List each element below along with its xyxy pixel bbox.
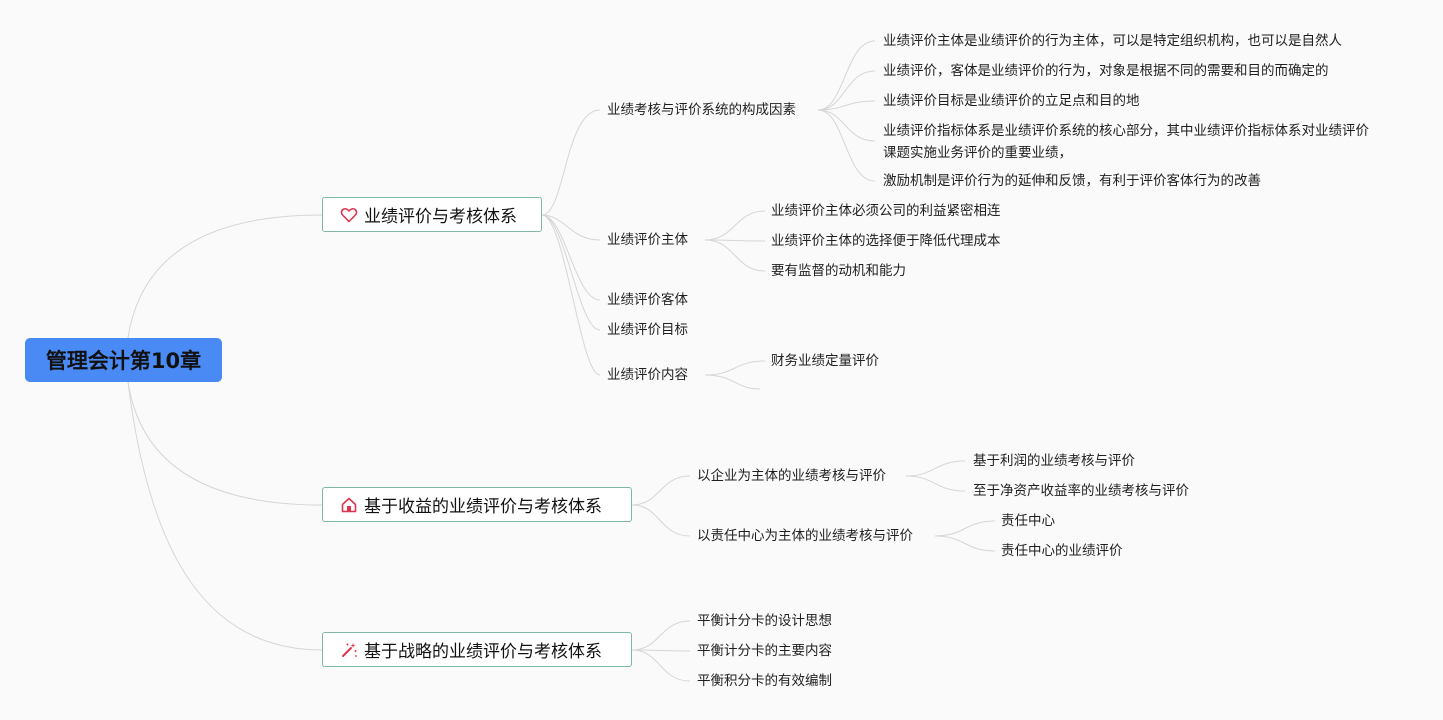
link-m1-s2 xyxy=(541,214,601,241)
link-m2s1-c2 xyxy=(905,475,966,492)
main-topic-performance-evaluation[interactable]: 业绩评价与考核体系 xyxy=(322,197,542,232)
leaf-object-definition[interactable]: 业绩评价，客体是业绩评价的行为，对象是根据不同的需要和目的而确定的 xyxy=(883,63,1329,79)
subtopic-evaluation-object[interactable]: 业绩评价客体 xyxy=(607,292,688,308)
link-s5-end xyxy=(704,374,761,390)
link-s1-c3 xyxy=(817,100,876,111)
subtopic-enterprise-subject[interactable]: 以企业为主体的业绩考核与评价 xyxy=(697,468,886,484)
leaf-incentive-mechanism[interactable]: 激励机制是评价行为的延伸和反馈，有利于评价客体行为的改善 xyxy=(883,173,1261,189)
link-root-main3 xyxy=(127,381,323,651)
leaf-index-system[interactable]: 业绩评价指标体系是业绩评价系统的核心部分，其中业绩评价指标体系对业绩评价课题实施… xyxy=(883,123,1369,161)
link-m1-s1 xyxy=(541,109,601,216)
link-s2-c1 xyxy=(704,210,766,241)
leaf-financial-quantitative[interactable]: 财务业绩定量评价 xyxy=(771,353,879,369)
subtopic-bsc-compilation[interactable]: 平衡积分卡的有效编制 xyxy=(697,673,832,689)
main-topic-income-based[interactable]: 基于收益的业绩评价与考核体系 xyxy=(322,487,632,522)
leaf-subject-definition[interactable]: 业绩评价主体是业绩评价的行为主体，可以是特定组织机构，也可以是自然人 xyxy=(883,33,1342,49)
subtopic-bsc-content[interactable]: 平衡计分卡的主要内容 xyxy=(697,643,832,659)
link-m1-s5 xyxy=(541,214,601,376)
link-m2-s2 xyxy=(631,504,691,537)
main-topic-strategy-based[interactable]: 基于战略的业绩评价与考核体系 xyxy=(322,632,632,667)
main-topic-label: 基于战略的业绩评价与考核体系 xyxy=(364,642,602,662)
subtopic-evaluation-subject[interactable]: 业绩评价主体 xyxy=(607,232,688,248)
root-topic[interactable]: 管理会计第10章 xyxy=(25,338,222,382)
magic-wand-icon xyxy=(340,641,358,659)
link-s1-c1 xyxy=(817,40,876,111)
main-topic-label: 基于收益的业绩评价与考核体系 xyxy=(364,497,602,517)
subtopic-responsibility-center[interactable]: 以责任中心为主体的业绩考核与评价 xyxy=(697,528,913,544)
link-s1-c5 xyxy=(817,109,876,182)
link-m1-s3 xyxy=(541,214,601,301)
link-m3-s3 xyxy=(631,649,691,682)
link-m3-s1 xyxy=(631,620,691,651)
subtopic-bsc-design[interactable]: 平衡计分卡的设计思想 xyxy=(697,613,832,629)
leaf-goal-definition[interactable]: 业绩评价目标是业绩评价的立足点和目的地 xyxy=(883,93,1140,109)
house-icon xyxy=(340,496,358,514)
link-m1-s4 xyxy=(541,214,601,331)
subtopic-system-factors[interactable]: 业绩考核与评价系统的构成因素 xyxy=(607,102,796,118)
link-s1-c2 xyxy=(817,70,876,111)
leaf-profit-based[interactable]: 基于利润的业绩考核与评价 xyxy=(973,453,1135,469)
leaf-responsibility-center-evaluation[interactable]: 责任中心的业绩评价 xyxy=(1001,543,1123,559)
subtopic-evaluation-content[interactable]: 业绩评价内容 xyxy=(607,367,688,383)
link-s1-c4 xyxy=(817,109,876,142)
leaf-roe-based[interactable]: 至于净资产收益率的业绩考核与评价 xyxy=(973,483,1189,499)
link-m2-s1 xyxy=(631,475,691,506)
link-s2-c3 xyxy=(704,239,766,272)
subtopic-evaluation-goal[interactable]: 业绩评价目标 xyxy=(607,322,688,338)
link-m3-s2 xyxy=(631,649,691,652)
leaf-subject-supervision[interactable]: 要有监督的动机和能力 xyxy=(771,263,906,279)
link-m2s2-c1 xyxy=(934,520,996,537)
link-s5-c1 xyxy=(704,360,766,376)
link-root-main2 xyxy=(127,381,323,506)
link-m2s1-c1 xyxy=(905,460,966,477)
leaf-subject-agency-cost[interactable]: 业绩评价主体的选择便于降低代理成本 xyxy=(771,233,1001,249)
link-m2s2-c2 xyxy=(934,535,996,552)
link-s2-c2 xyxy=(704,239,766,242)
leaf-responsibility-center[interactable]: 责任中心 xyxy=(1001,513,1055,529)
leaf-subject-interest[interactable]: 业绩评价主体必须公司的利益紧密相连 xyxy=(771,203,1001,219)
link-root-main1 xyxy=(127,214,323,339)
main-topic-label: 业绩评价与考核体系 xyxy=(364,207,517,227)
heart-icon xyxy=(340,206,358,224)
